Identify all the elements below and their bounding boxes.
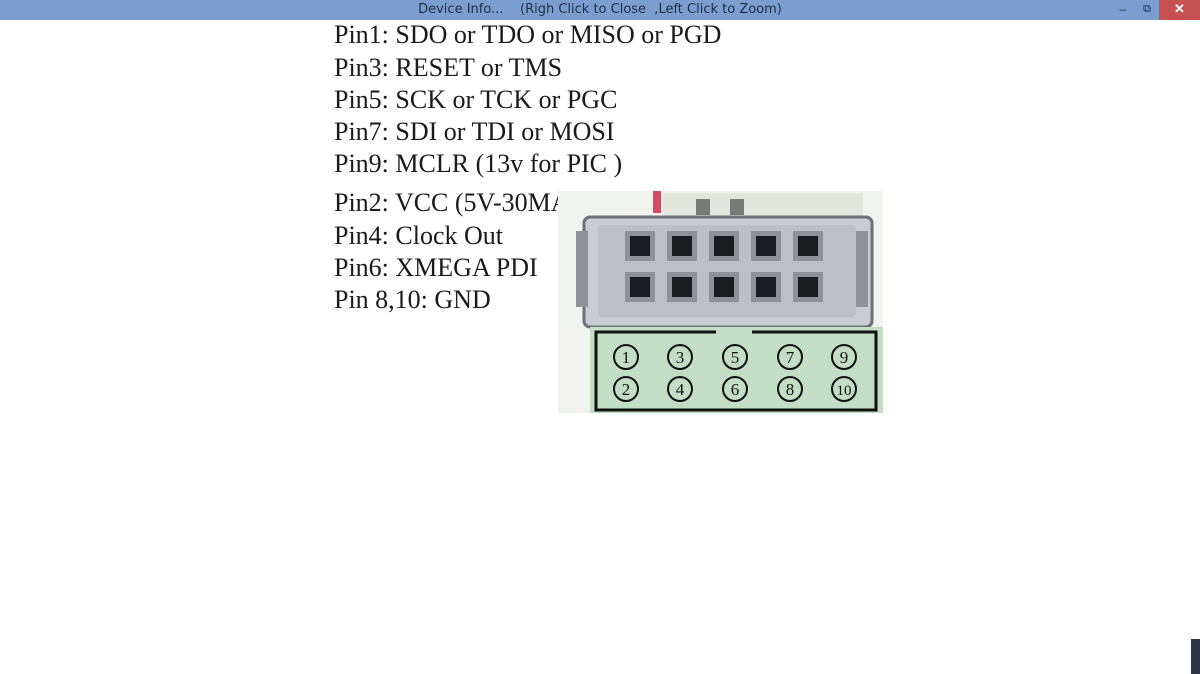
pin1-description: Pin1: SDO or TDO or MISO or PGD — [334, 20, 722, 49]
connector-latch — [730, 199, 744, 215]
pin-hole — [714, 236, 734, 256]
pin-number-circle — [722, 376, 748, 402]
pin-number-label: 4 — [676, 380, 685, 399]
pin9-description: Pin9: MCLR (13v for PIC ) — [334, 149, 623, 178]
pin-number-legend: 1 3 5 7 9 2 4 6 8 10 — [613, 344, 857, 402]
pin-number-circle — [777, 376, 803, 402]
pin-legend-background — [590, 327, 883, 413]
pin6-description: Pin6: XMEGA PDI — [334, 253, 538, 282]
scrollbar-corner[interactable] — [1191, 639, 1200, 674]
pin-hole — [756, 236, 776, 256]
pin-hole — [756, 277, 776, 297]
pin4-description: Pin4: Clock Out — [334, 221, 504, 250]
pin-number-circle — [831, 376, 857, 402]
pin-number-circle — [613, 344, 639, 370]
close-button[interactable]: ✕ — [1159, 0, 1200, 20]
pin-hole — [798, 277, 818, 297]
pin-number-circle — [722, 344, 748, 370]
pin-number-circle — [667, 376, 693, 402]
pin-number-label: 9 — [840, 348, 849, 367]
connector-housing-inner — [598, 225, 856, 317]
minimize-button[interactable]: – — [1119, 2, 1127, 16]
pin8-10-description: Pin 8,10: GND — [334, 285, 491, 314]
pin-number-label: 5 — [731, 348, 740, 367]
pin-number-label: 7 — [786, 348, 795, 367]
pin7-description: Pin7: SDI or TDI or MOSI — [334, 117, 615, 146]
connector-latch — [696, 199, 710, 215]
pin5-description: Pin5: SCK or TCK or PGC — [334, 85, 618, 114]
pin-hole — [714, 277, 734, 297]
red-wire — [653, 191, 661, 213]
pin-hole — [630, 277, 650, 297]
legend-key-gap — [716, 328, 752, 334]
pin-hole — [630, 236, 650, 256]
pin3-description: Pin3: RESET or TMS — [334, 53, 563, 82]
title-bar[interactable] — [0, 0, 1200, 20]
pin-number-circle — [667, 344, 693, 370]
connector-top-edge — [663, 193, 863, 217]
connector-side-clip — [856, 231, 868, 307]
pin-hole — [798, 236, 818, 256]
pin-number-circle — [777, 344, 803, 370]
connector-image[interactable]: 1 3 5 7 9 2 4 6 8 10 — [558, 191, 883, 413]
connector-side-clip — [576, 231, 588, 307]
window-title: Device Info... (Righ Click to Close ,Lef… — [418, 2, 782, 17]
pin-hole — [672, 236, 692, 256]
pin-number-circle — [831, 344, 857, 370]
pin-number-circle — [613, 376, 639, 402]
pin-number-label: 8 — [786, 380, 795, 399]
pin-number-label: 10 — [837, 383, 852, 399]
pin2-description: Pin2: VCC (5V-30MA) — [334, 188, 579, 217]
pin-number-label: 6 — [731, 380, 740, 399]
pin-hole-grid — [625, 231, 823, 302]
pin-hole — [672, 277, 692, 297]
restore-button[interactable]: ⧉ — [1143, 3, 1151, 15]
pin-number-label: 1 — [622, 348, 631, 367]
pin-number-label: 2 — [622, 380, 631, 399]
pin-number-label: 3 — [676, 348, 685, 367]
